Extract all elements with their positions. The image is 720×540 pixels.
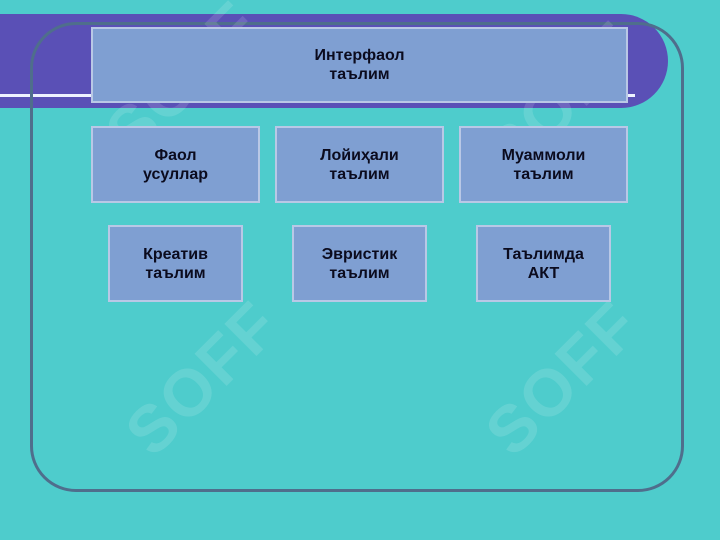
diagram-node-interactive-learning: Интерфаол таълим bbox=[91, 27, 628, 103]
diagram-node-problem-learning: Муаммоли таълим bbox=[459, 126, 628, 203]
slide-frame bbox=[30, 22, 684, 492]
diagram-node-ict-in-education: Таълимда АКТ bbox=[476, 225, 611, 302]
diagram-node-project-learning: Лойиҳали таълим bbox=[275, 126, 444, 203]
diagram-node-creative-learning: Креатив таълим bbox=[108, 225, 243, 302]
diagram-node-heuristic-learning: Эвристик таълим bbox=[292, 225, 427, 302]
diagram-node-active-methods: Фаол усуллар bbox=[91, 126, 260, 203]
